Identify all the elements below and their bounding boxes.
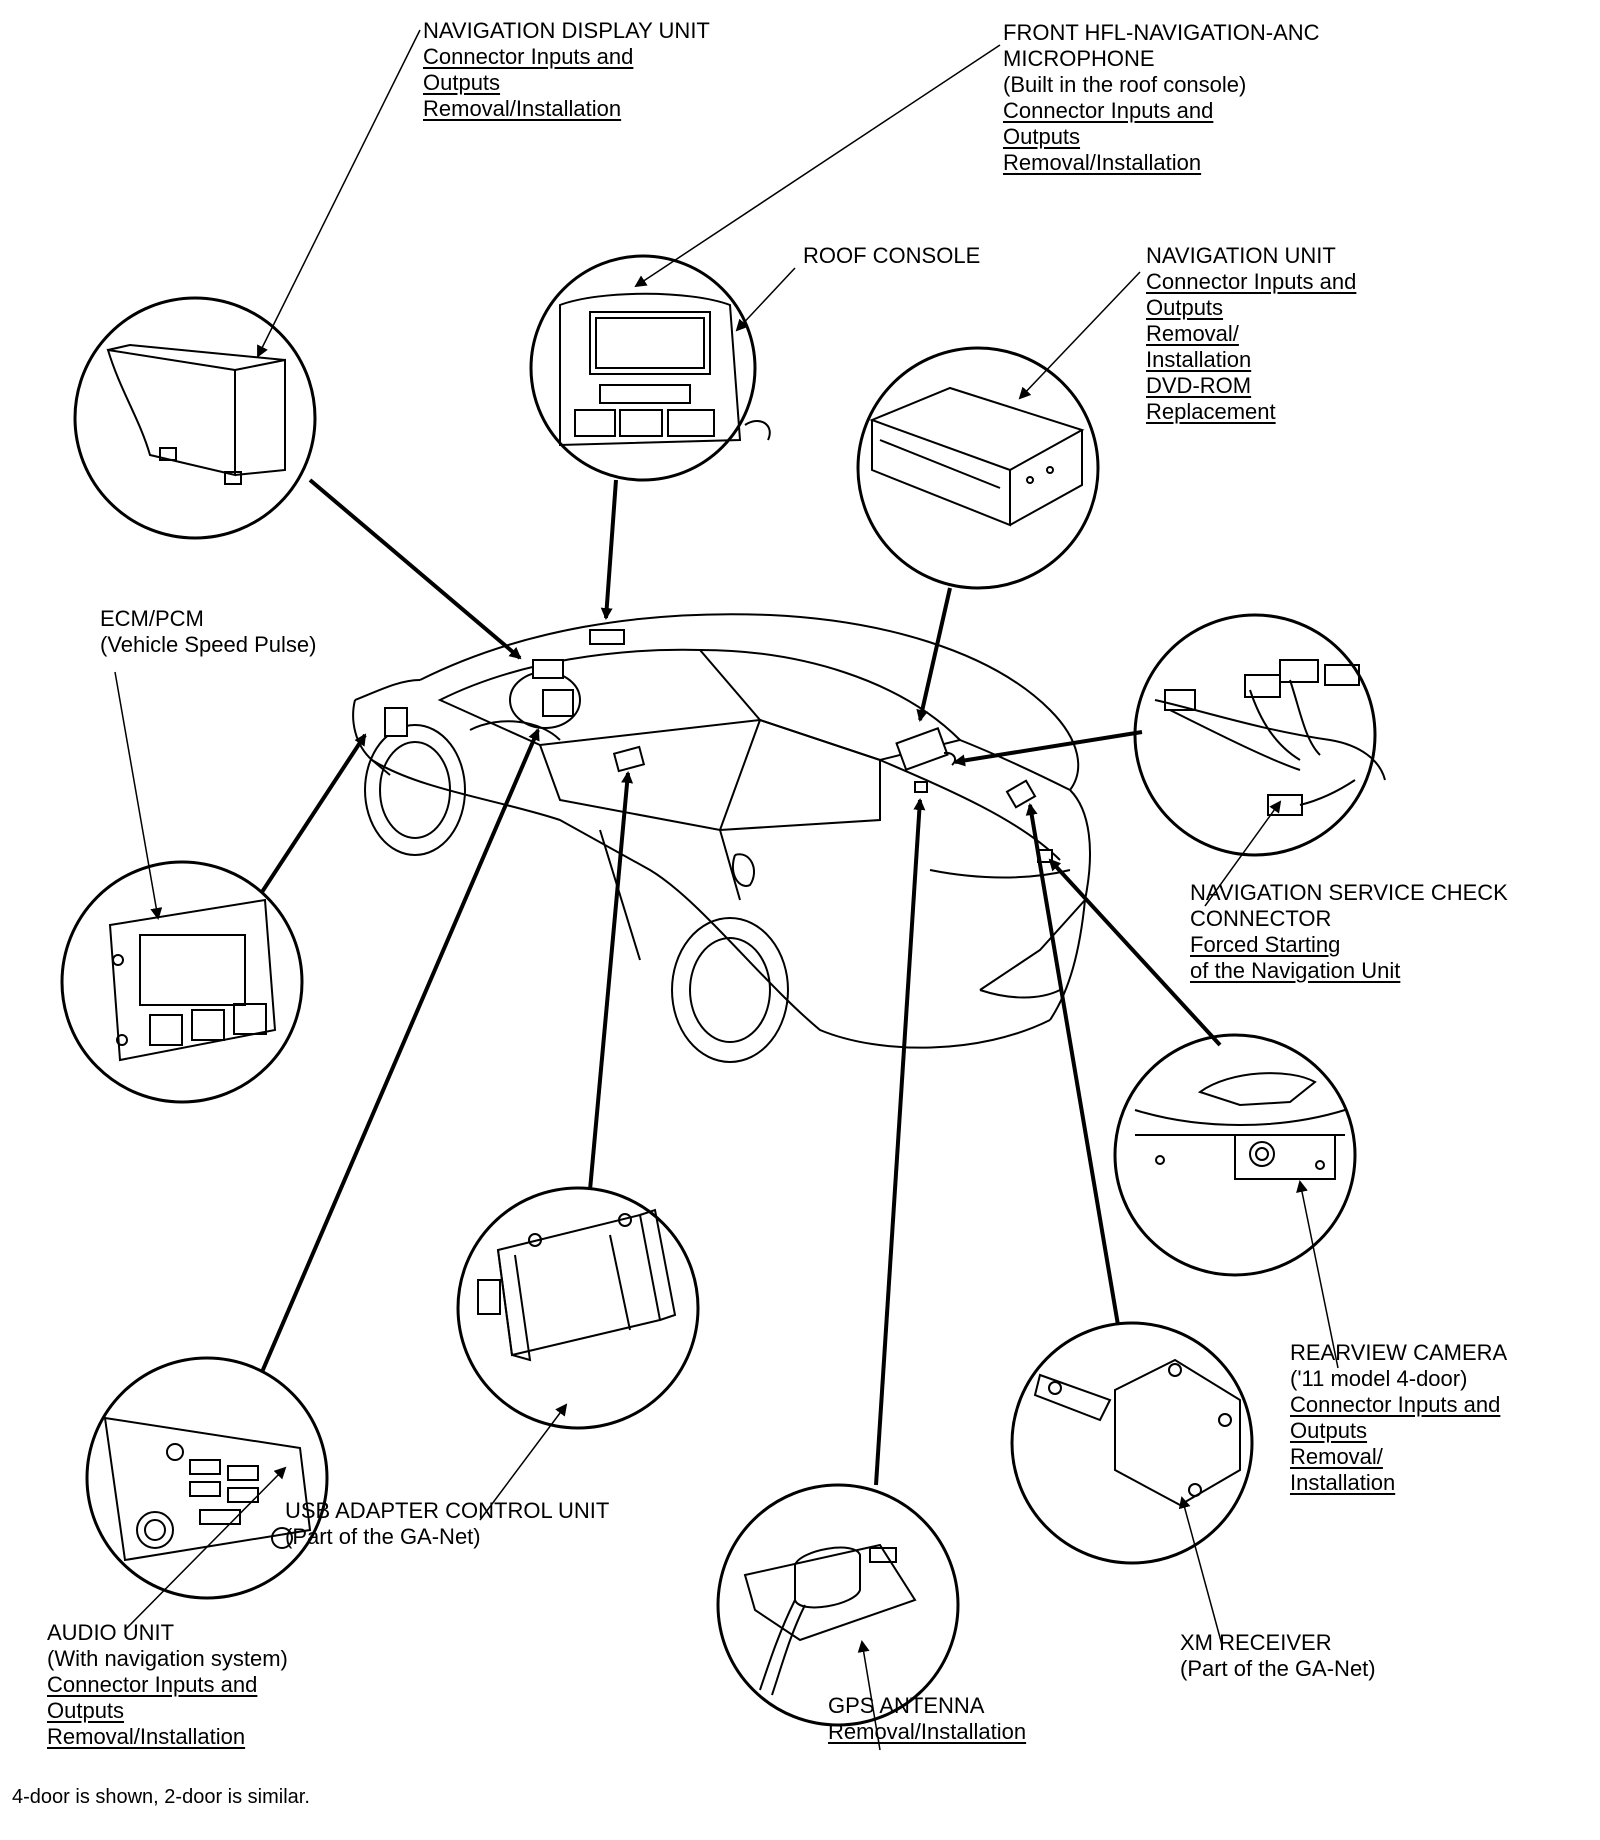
service-check-label: NAVIGATION SERVICE CHECK CONNECTOR Force…	[1190, 880, 1508, 984]
microphone-link-outputs[interactable]: Outputs	[1003, 124, 1081, 149]
audio-sub: (With navigation system)	[47, 1646, 288, 1671]
rearview-link-removal[interactable]: Removal/	[1290, 1444, 1383, 1469]
audio-title: AUDIO UNIT	[47, 1620, 175, 1645]
rearview-sub: ('11 model 4-door)	[1290, 1366, 1468, 1391]
gps-link-removal[interactable]: Removal/Installation	[828, 1719, 1027, 1744]
microphone-link-connector[interactable]: Connector Inputs and	[1003, 98, 1214, 123]
nav-unit-link-installation[interactable]: Installation	[1146, 347, 1252, 372]
audio-unit-icon	[103, 1416, 312, 1562]
usb-label: USB ADAPTER CONTROL UNIT (Part of the GA…	[285, 1498, 609, 1550]
nav-unit-label: NAVIGATION UNIT Connector Inputs and Out…	[1146, 243, 1356, 425]
navigation-display-icon	[106, 343, 286, 485]
ecm-label: ECM/PCM (Vehicle Speed Pulse)	[100, 606, 316, 658]
rearview-title: REARVIEW CAMERA	[1290, 1340, 1508, 1365]
nav-unit-link-outputs[interactable]: Outputs	[1146, 295, 1224, 320]
rearview-link-outputs[interactable]: Outputs	[1290, 1418, 1368, 1443]
service-check-title-2: CONNECTOR	[1190, 906, 1332, 931]
nav-unit-link-dvd-rom[interactable]: DVD-ROM	[1146, 373, 1252, 398]
nav-unit-link-connector[interactable]: Connector Inputs and	[1146, 269, 1357, 294]
roof-console-title: ROOF CONSOLE	[803, 243, 981, 268]
microphone-label: FRONT HFL-NAVIGATION-ANC MICROPHONE (Bui…	[1003, 20, 1320, 176]
service-check-link-forced[interactable]: Forced Starting	[1190, 932, 1341, 957]
gps-label: GPS ANTENNA Removal/Installation	[828, 1693, 1026, 1745]
service-connector-icon	[1154, 659, 1386, 816]
microphone-title: FRONT HFL-NAVIGATION-ANC	[1003, 20, 1320, 45]
audio-link-removal[interactable]: Removal/Installation	[47, 1724, 246, 1749]
microphone-title-2: MICROPHONE	[1003, 46, 1155, 71]
navigation-unit-icon	[869, 386, 1085, 527]
usb-adapter-icon	[477, 1208, 677, 1362]
rearview-link-connector[interactable]: Connector Inputs and	[1290, 1392, 1501, 1417]
ecm-title: ECM/PCM	[100, 606, 204, 631]
gps-title: GPS ANTENNA	[828, 1693, 985, 1718]
service-check-title: NAVIGATION SERVICE CHECK	[1190, 880, 1508, 905]
nav-unit-link-removal[interactable]: Removal/	[1146, 321, 1239, 346]
audio-link-outputs[interactable]: Outputs	[47, 1698, 125, 1723]
service-check-link-nav-unit[interactable]: of the Navigation Unit	[1190, 958, 1401, 983]
car-body-icon	[352, 613, 1091, 1063]
rearview-camera-icon	[1134, 1072, 1346, 1180]
microphone-sub: (Built in the roof console)	[1003, 72, 1247, 97]
rearview-label: REARVIEW CAMERA ('11 model 4-door) Conne…	[1290, 1340, 1507, 1496]
xm-sub: (Part of the GA-Net)	[1180, 1656, 1376, 1681]
audio-label: AUDIO UNIT (With navigation system) Conn…	[47, 1620, 288, 1750]
xm-label: XM RECEIVER (Part of the GA-Net)	[1180, 1630, 1376, 1682]
usb-title: USB ADAPTER CONTROL UNIT	[285, 1498, 610, 1523]
microphone-link-removal[interactable]: Removal/Installation	[1003, 150, 1202, 175]
ecm-sub: (Vehicle Speed Pulse)	[100, 632, 317, 657]
nav-display-label: NAVIGATION DISPLAY UNIT Connector Inputs…	[423, 18, 710, 122]
nav-unit-link-replacement[interactable]: Replacement	[1146, 399, 1276, 424]
roof-console-icon	[559, 292, 771, 447]
roof-console-label: ROOF CONSOLE	[803, 243, 980, 269]
xm-title: XM RECEIVER	[1180, 1630, 1332, 1655]
gps-antenna-icon	[743, 1543, 917, 1696]
nav-unit-title: NAVIGATION UNIT	[1146, 243, 1336, 268]
nav-display-title: NAVIGATION DISPLAY UNIT	[423, 18, 710, 43]
nav-display-link-removal[interactable]: Removal/Installation	[423, 96, 622, 121]
footer-note: 4-door is shown, 2-door is similar.	[12, 1786, 310, 1808]
nav-display-link-connector[interactable]: Connector Inputs and	[423, 44, 634, 69]
rearview-link-installation[interactable]: Installation	[1290, 1470, 1396, 1495]
ecm-pcm-icon	[108, 898, 277, 1062]
audio-link-connector[interactable]: Connector Inputs and	[47, 1672, 258, 1697]
nav-display-link-outputs[interactable]: Outputs	[423, 70, 501, 95]
xm-receiver-icon	[1033, 1358, 1241, 1507]
usb-sub: (Part of the GA-Net)	[285, 1524, 481, 1549]
